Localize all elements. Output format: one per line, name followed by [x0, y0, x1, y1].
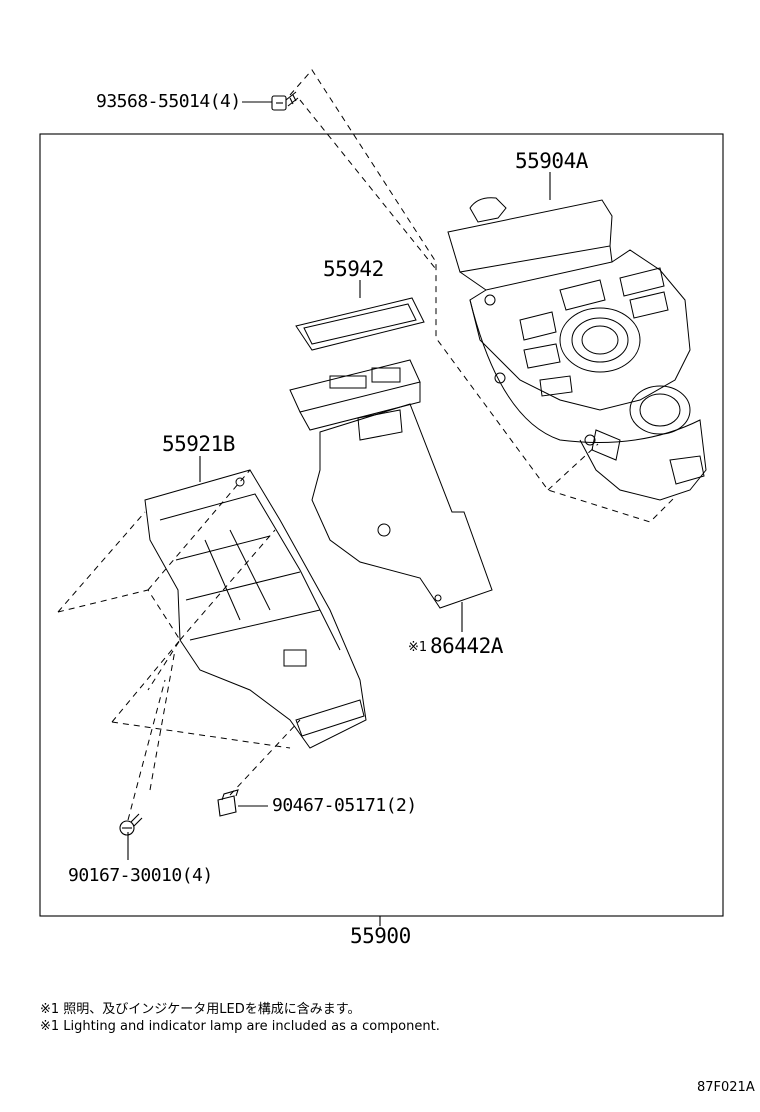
- callout-circuit-board: 86442A: [430, 634, 503, 658]
- clip-icon: [217, 789, 239, 817]
- callout-assembly: 55900: [350, 924, 411, 948]
- circuit-board-86442a-icon: [289, 359, 493, 609]
- screw-top-icon: [271, 91, 299, 111]
- callout-lens: 55942: [323, 257, 384, 281]
- lens-55942-icon: [295, 297, 425, 351]
- note-english: ※1 Lighting and indicator lamp are inclu…: [40, 1019, 440, 1034]
- callout-screw-top: 93568-55014(4): [96, 91, 241, 112]
- assembly-frame: [39, 133, 724, 917]
- panel-assembly-55904a-icon: [447, 197, 707, 501]
- callout-circuit-board-marker: ※1: [408, 640, 428, 655]
- housing-55921b-icon: [144, 469, 367, 749]
- screw-bottom-icon: [119, 813, 143, 836]
- callout-panel-assembly: 55904A: [515, 149, 588, 173]
- callout-clip: 90467-05171(2): [272, 795, 417, 816]
- note-japanese: ※1 照明、及びインジケータ用LEDを構成に含みます。: [40, 1002, 361, 1017]
- callout-screw-bottom: 90167-30010(4): [68, 865, 213, 886]
- callout-housing: 55921B: [162, 432, 235, 456]
- illustration-code: 87F021A: [697, 1080, 755, 1095]
